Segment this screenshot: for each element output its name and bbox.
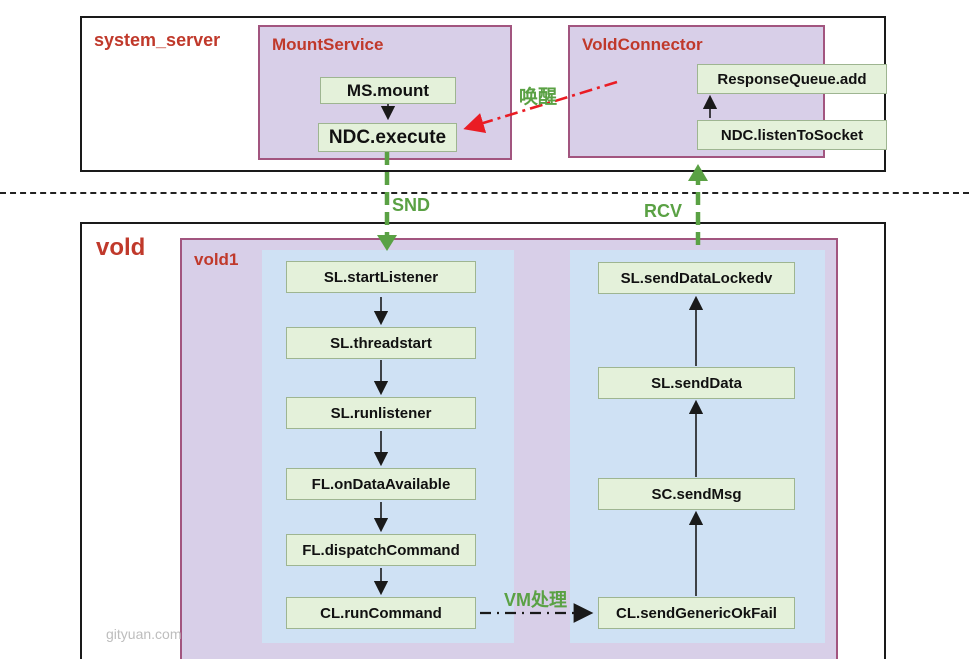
- node-sl-threadstart: SL.threadstart: [286, 327, 476, 359]
- vold1-title: vold1: [194, 250, 239, 269]
- request-flow-column: SL.startListener SL.threadstart SL.runli…: [262, 250, 514, 643]
- node-cl-sendgenericokfail: CL.sendGenericOkFail: [598, 597, 795, 629]
- vold-connector-title: VoldConnector: [582, 35, 703, 54]
- rcv-label: RCV: [644, 201, 683, 221]
- node-ndc-listentosocket: NDC.listenToSocket: [697, 120, 887, 150]
- wake-label: 唤醒: [519, 87, 558, 108]
- mount-service-title: MountService: [272, 35, 384, 54]
- node-sl-runlistener: SL.runlistener: [286, 397, 476, 429]
- node-sl-startlistener: SL.startListener: [286, 261, 476, 293]
- node-sl-senddata: SL.sendData: [598, 367, 795, 399]
- system-server-box: system_server MountService MS.mount NDC.…: [80, 16, 887, 172]
- snd-label: SND: [392, 195, 431, 215]
- process-boundary-dashed-line: [0, 192, 969, 194]
- vold-connector-panel: VoldConnector ResponseQueue.add NDC.list…: [568, 25, 887, 158]
- node-ndc-execute: NDC.execute: [318, 123, 457, 152]
- watermark: gityuan.com: [106, 626, 182, 642]
- vold1-panel: vold1 SL.startListener SL.threadstart SL…: [180, 238, 838, 659]
- node-responsequeue-add: ResponseQueue.add: [697, 64, 887, 94]
- mount-service-panel: MountService MS.mount NDC.execute: [258, 25, 512, 160]
- response-flow-column: SL.sendDataLockedv SL.sendData SC.sendMs…: [570, 250, 825, 643]
- node-fl-dispatchcommand: FL.dispatchCommand: [286, 534, 476, 566]
- vold-title: vold: [96, 234, 146, 261]
- node-sl-senddatalockedv: SL.sendDataLockedv: [598, 262, 795, 294]
- node-sc-sendmsg: SC.sendMsg: [598, 478, 795, 510]
- vold-box: vold vold1 SL.startListener SL.threadsta…: [80, 222, 886, 659]
- node-fl-ondataavailable: FL.onDataAvailable: [286, 468, 476, 500]
- vm-process-label: VM处理: [504, 590, 567, 610]
- node-cl-runcommand: CL.runCommand: [286, 597, 476, 629]
- system-server-title: system_server: [94, 30, 221, 50]
- node-ms-mount: MS.mount: [320, 77, 456, 104]
